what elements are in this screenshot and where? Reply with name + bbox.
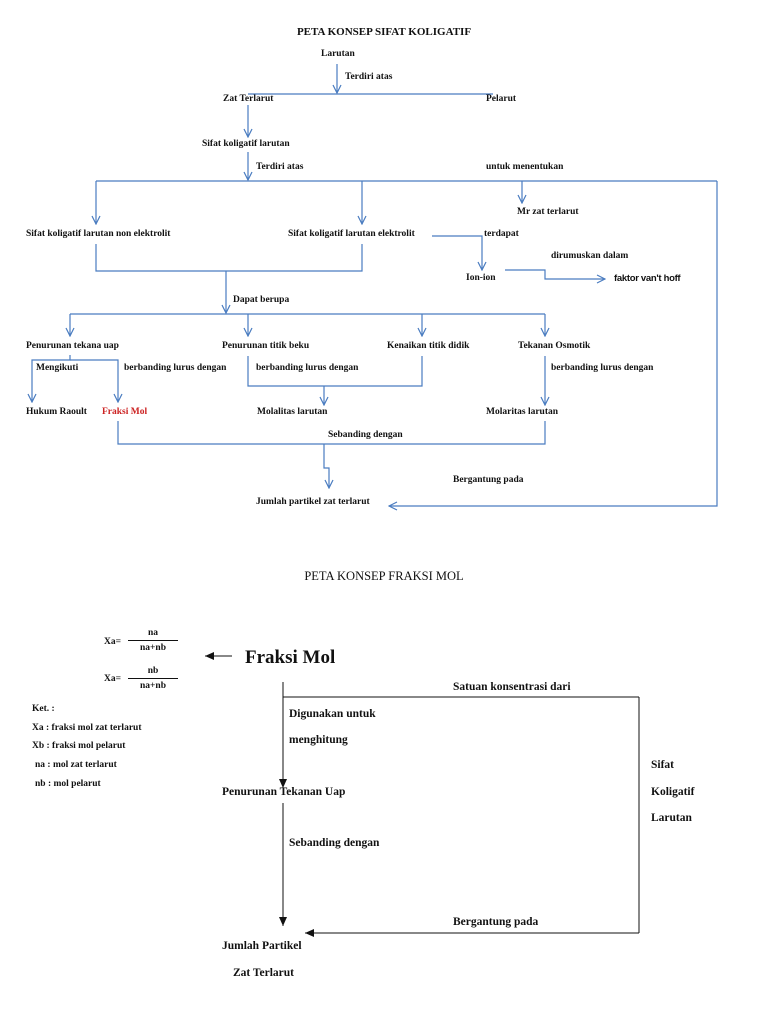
node-zat-terlarut-2: Zat Terlarut: [233, 967, 295, 979]
join-elektrolit: [95, 244, 363, 272]
formula-xb-denominator: na+nb: [139, 681, 166, 691]
node-elektrolit: Sifat koligatif larutan elektrolit: [288, 229, 415, 239]
label-berbanding-3: berbanding lurus dengan: [551, 363, 654, 373]
right-long-line: [389, 181, 718, 506]
label-satuan-konsentrasi: Satuan konsentrasi dari: [453, 681, 571, 693]
ket-item-xb: Xb : fraksi mol pelarut: [32, 741, 126, 751]
formula-xa-label: Xa=: [104, 637, 122, 647]
node-fraksi-mol-big: Fraksi Mol: [245, 647, 336, 668]
arrow-to-fraksi-mol: [70, 359, 118, 402]
ket-item-xa: Xa : fraksi mol zat terlarut: [32, 723, 142, 733]
node-jumlah-partikel: Jumlah partikel zat terlarut: [256, 497, 370, 507]
node-sifat-koligatif: Sifat koligatif larutan: [202, 139, 290, 149]
node-mr-zat-terlarut: Mr zat terlarut: [517, 207, 579, 217]
node-larutan: Larutan: [321, 49, 355, 59]
formula-xa-numerator: na: [128, 628, 178, 641]
ket-item-nb: nb : mol pelarut: [35, 779, 101, 789]
label-berbanding-1: berbanding lurus dengan: [124, 363, 227, 373]
arrow-to-vant-hoff: [505, 269, 605, 279]
node-penurunan-tekanan-uap-2: Penurunan Tekanan Uap: [222, 786, 346, 798]
label-menghitung: menghitung: [289, 734, 348, 746]
node-koligatif: Koligatif: [651, 786, 695, 798]
label-digunakan-untuk: Digunakan untuk: [289, 708, 376, 720]
arrow-to-hukum-raoult: [32, 355, 71, 402]
label-terdiri-atas-1: Terdiri atas: [345, 72, 393, 82]
node-faktor-vant-hoff: faktor van't hoff: [614, 273, 681, 284]
node-molaritas: Molaritas larutan: [486, 407, 559, 417]
formula-xb-fraction: nb na+nb: [128, 666, 178, 691]
ket-title: Ket. :: [32, 704, 55, 714]
ket-item-na: na : mol zat terlarut: [35, 760, 117, 770]
formula-xb-numerator: nb: [128, 666, 178, 679]
node-fraksi-mol: Fraksi Mol: [102, 407, 148, 417]
join-beku-didih: [247, 356, 423, 387]
node-larutan-2: Larutan: [651, 812, 692, 824]
label-sebanding-dengan-2: Sebanding dengan: [289, 837, 380, 849]
bottom-join: [117, 421, 546, 445]
label-untuk-menentukan: untuk menentukan: [486, 162, 564, 172]
diagram-1-title: PETA KONSEP SIFAT KOLIGATIF: [296, 26, 472, 38]
node-tekanan-osmotik: Tekanan Osmotik: [518, 341, 591, 351]
label-sebanding-dengan: Sebanding dengan: [328, 430, 403, 440]
label-dapat-berupa: Dapat berupa: [233, 295, 290, 305]
node-hukum-raoult: Hukum Raoult: [26, 407, 87, 417]
label-terdiri-atas-2: Terdiri atas: [256, 162, 304, 172]
node-non-elektrolit: Sifat koligatif larutan non elektrolit: [26, 229, 171, 239]
node-penurunan-tekanan-uap: Penurunan tekana uap: [26, 341, 119, 351]
arrow-to-ion: [432, 235, 482, 270]
node-pelarut: Pelarut: [486, 94, 517, 104]
label-terdapat: terdapat: [484, 229, 519, 239]
formula-xa-fraction: na na+nb: [128, 628, 178, 653]
label-dirumuskan-dalam: dirumuskan dalam: [551, 251, 629, 261]
formula-xb-label: Xa=: [104, 674, 122, 684]
node-sifat: Sifat: [651, 759, 674, 771]
arrow-to-jumlah-partikel: [323, 444, 329, 488]
node-kenaikan-titik-didih: Kenaikan titik didik: [387, 341, 470, 351]
node-molalitas: Molalitas larutan: [257, 407, 328, 417]
node-penurunan-titik-beku: Penurunan titik beku: [222, 341, 310, 351]
node-zat-terlarut: Zat Terlarut: [223, 94, 274, 104]
label-bergantung-pada: Bergantung pada: [453, 475, 524, 485]
label-bergantung-pada-2: Bergantung pada: [453, 916, 539, 928]
formula-xa-denominator: na+nb: [139, 643, 166, 653]
label-berbanding-2: berbanding lurus dengan: [256, 363, 359, 373]
label-mengikuti: Mengikuti: [36, 363, 79, 373]
diagram-2-title: PETA KONSEP FRAKSI MOL: [304, 569, 464, 583]
node-ion-ion: Ion-ion: [466, 273, 496, 283]
node-jumlah-partikel-2: Jumlah Partikel: [222, 940, 302, 952]
